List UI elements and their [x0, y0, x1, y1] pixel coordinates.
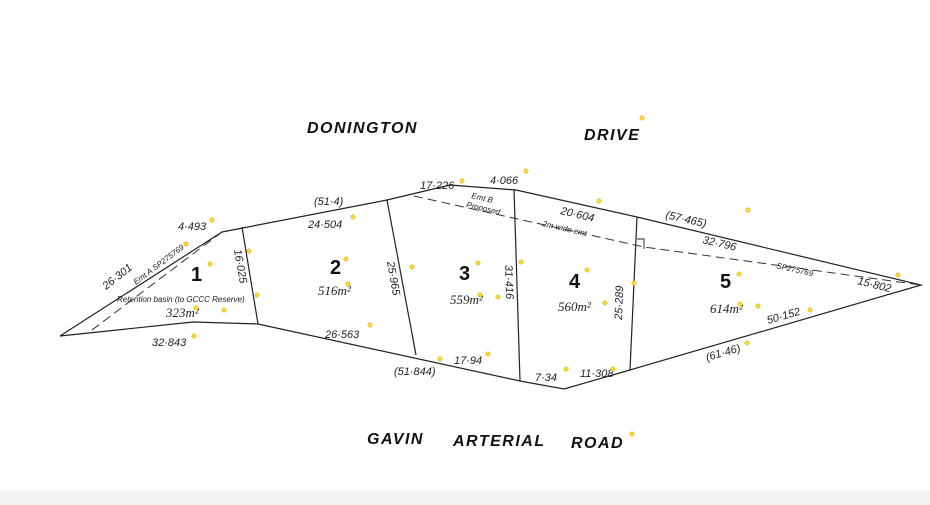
- lot-area-2: 516m²: [318, 283, 352, 298]
- dimension-label: 26·563: [324, 329, 360, 341]
- dimension-label: 20·604: [558, 205, 595, 225]
- plan-reference-right: SP275769: [776, 261, 815, 278]
- lot-number-5: 5: [720, 271, 731, 293]
- dimension-label: 17·226: [420, 180, 455, 192]
- road-name-arterial: ARTERIAL: [452, 433, 546, 450]
- dimension-label: 31·416: [502, 265, 515, 301]
- dimension-label: (61·46): [705, 342, 743, 363]
- dimension-label: 15·802: [856, 275, 892, 295]
- dimension-label: (51·4): [314, 196, 344, 208]
- divider-lot4-lot5: [629, 216, 638, 371]
- lot-number-3: 3: [459, 263, 470, 285]
- bottom-bar: [0, 490, 930, 505]
- easement-a-label: Emt A SP275769: [132, 242, 186, 286]
- divider-lot3-lot4: [513, 188, 521, 382]
- dimension-label: 17·94: [454, 355, 482, 367]
- dimension-label: 4·493: [178, 221, 207, 233]
- dimension-label: 24·504: [307, 219, 342, 231]
- dimension-label: (51·844): [394, 366, 436, 378]
- dimension-label: 11·308: [580, 368, 614, 380]
- dimension-label: 25·289: [613, 285, 626, 321]
- divider-lot1-lot2: [241, 226, 259, 325]
- dimension-label: 4·066: [490, 175, 519, 187]
- retention-basin-label: Retention basin (to GCCC Reserve): [117, 295, 245, 304]
- dimension-label: 32·843: [152, 337, 187, 349]
- easement-b-line: [413, 195, 922, 286]
- lot-number-2: 2: [330, 257, 341, 279]
- dimension-label: 26·301: [100, 262, 135, 293]
- lot-area-4: 560m²: [558, 299, 592, 314]
- lot-number-4: 4: [569, 271, 581, 293]
- dimension-label: 7·34: [535, 372, 557, 384]
- road-name-drive: DRIVE: [584, 127, 640, 144]
- easement-b-corner: [637, 238, 645, 249]
- dimension-label: 32·796: [701, 234, 738, 254]
- road-name-gavin: GAVIN: [367, 431, 424, 448]
- dimension-label: 50·152: [766, 306, 802, 327]
- marker-dots: [183, 115, 901, 437]
- dimension-label: (57·465): [664, 209, 708, 230]
- lot-boundary-outline: [59, 184, 924, 390]
- lot-number-1: 1: [191, 264, 202, 286]
- divider-lot2-lot3: [386, 199, 417, 356]
- road-name-donington: DONINGTON: [307, 120, 418, 137]
- road-name-road: ROAD: [571, 435, 624, 452]
